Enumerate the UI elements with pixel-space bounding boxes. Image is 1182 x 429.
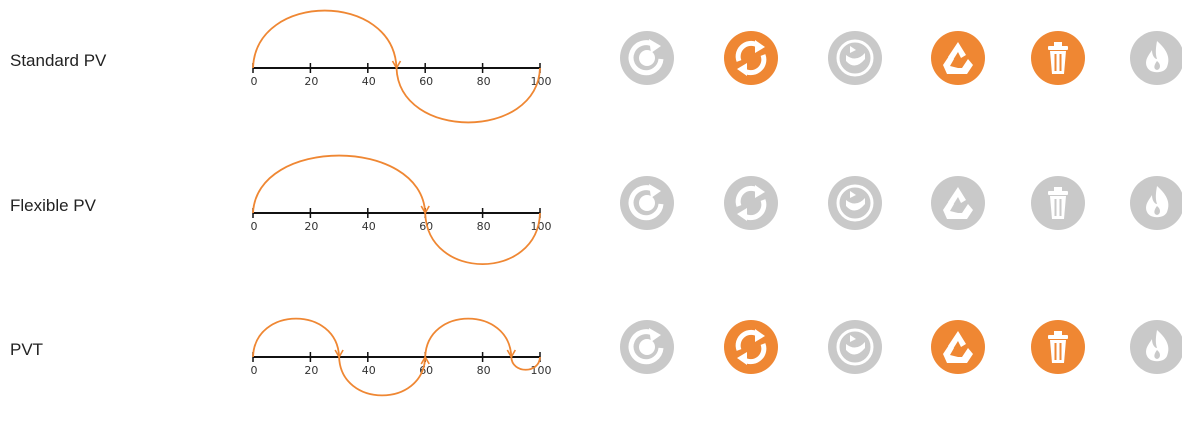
tick-label: 100 (531, 220, 552, 233)
incinerate-icon-glyph (1130, 176, 1182, 230)
recycle-icon-glyph (931, 176, 985, 230)
timeline-chart: 0 20 40 60 80 100 (251, 9, 552, 124)
remanufacture-icon-glyph (828, 31, 882, 85)
tick-label: 20 (304, 364, 318, 377)
icon-disc (931, 320, 985, 374)
tick-label: 60 (419, 364, 433, 377)
incinerate-icon (1130, 176, 1182, 230)
landfill-icon-glyph (1031, 176, 1085, 230)
icon-disc (1130, 31, 1182, 85)
tick-label: 60 (419, 220, 433, 233)
recycle-icon (931, 320, 985, 374)
icon-disc (1130, 320, 1182, 374)
incinerate-icon (1130, 320, 1182, 374)
reuse-icon-glyph (620, 320, 674, 374)
tick-label: 20 (304, 75, 318, 88)
lifecycle-arc (252, 9, 398, 69)
recycle-icon (931, 31, 985, 85)
landfill-icon (1031, 176, 1085, 230)
landfill-icon (1031, 31, 1085, 85)
tick-label: 0 (251, 364, 258, 377)
icon-disc (1130, 176, 1182, 230)
recycle-icon (931, 176, 985, 230)
icon-disc (931, 31, 985, 85)
tick-label: 60 (419, 75, 433, 88)
recycle-icon-glyph (931, 31, 985, 85)
tick-label: 0 (251, 75, 258, 88)
tick-label: 20 (304, 220, 318, 233)
reuse-icon (620, 320, 674, 374)
tick-label: 80 (477, 364, 491, 377)
icon-disc (828, 320, 882, 374)
icon-disc (724, 320, 778, 374)
recycle-icon-glyph (931, 320, 985, 374)
timeline-chart: 0 20 40 60 80 100 (251, 154, 552, 266)
lifecycle-arc (424, 317, 513, 358)
remanufacture-icon-glyph (828, 176, 882, 230)
remanufacture-icon (828, 31, 882, 85)
tick-label: 40 (362, 220, 376, 233)
tick-label: 100 (531, 364, 552, 377)
landfill-icon-glyph (1031, 31, 1085, 85)
incinerate-icon-glyph (1130, 31, 1182, 85)
remanufacture-icon-glyph (828, 320, 882, 374)
lifecycle-arc (424, 212, 541, 266)
reuse-icon-glyph (620, 176, 674, 230)
lifecycle-arc (252, 317, 340, 358)
tick-label: 80 (477, 75, 491, 88)
lifecycle-arc (338, 356, 427, 397)
landfill-icon (1031, 320, 1085, 374)
icon-disc (724, 176, 778, 230)
reuse-icon (620, 176, 674, 230)
tick-label: 40 (362, 364, 376, 377)
row-label: Flexible PV (10, 196, 96, 215)
incinerate-icon-glyph (1130, 320, 1182, 374)
reuse-icon (620, 31, 674, 85)
refurbish-icon-glyph (724, 176, 778, 230)
tick-label: 0 (251, 220, 258, 233)
row-label: PVT (10, 340, 44, 359)
refurbish-icon-glyph (724, 31, 778, 85)
reuse-icon-glyph (620, 31, 674, 85)
row-standard-pv: Standard PV 0 20 40 60 80 100 (0, 0, 1182, 140)
tick-label: 100 (531, 75, 552, 88)
icon-disc (828, 176, 882, 230)
refurbish-icon (724, 320, 778, 374)
remanufacture-icon (828, 176, 882, 230)
row-pvt: PVT 0 20 40 60 80 100 (0, 289, 1182, 429)
refurbish-icon (724, 31, 778, 85)
icon-disc (724, 31, 778, 85)
refurbish-icon (724, 176, 778, 230)
lifecycle-arc (252, 154, 427, 214)
row-label: Standard PV (10, 51, 107, 70)
lifecycle-arc (510, 356, 541, 371)
landfill-icon-glyph (1031, 320, 1085, 374)
icon-disc (931, 176, 985, 230)
row-flexible-pv: Flexible PV 0 20 40 60 80 100 (0, 145, 1182, 285)
tick-label: 40 (362, 75, 376, 88)
timeline-chart: 0 20 40 60 80 100 (251, 317, 552, 397)
remanufacture-icon (828, 320, 882, 374)
incinerate-icon (1130, 31, 1182, 85)
icon-disc (828, 31, 882, 85)
tick-label: 80 (477, 220, 491, 233)
lifecycle-arc (395, 67, 541, 124)
refurbish-icon-glyph (724, 320, 778, 374)
